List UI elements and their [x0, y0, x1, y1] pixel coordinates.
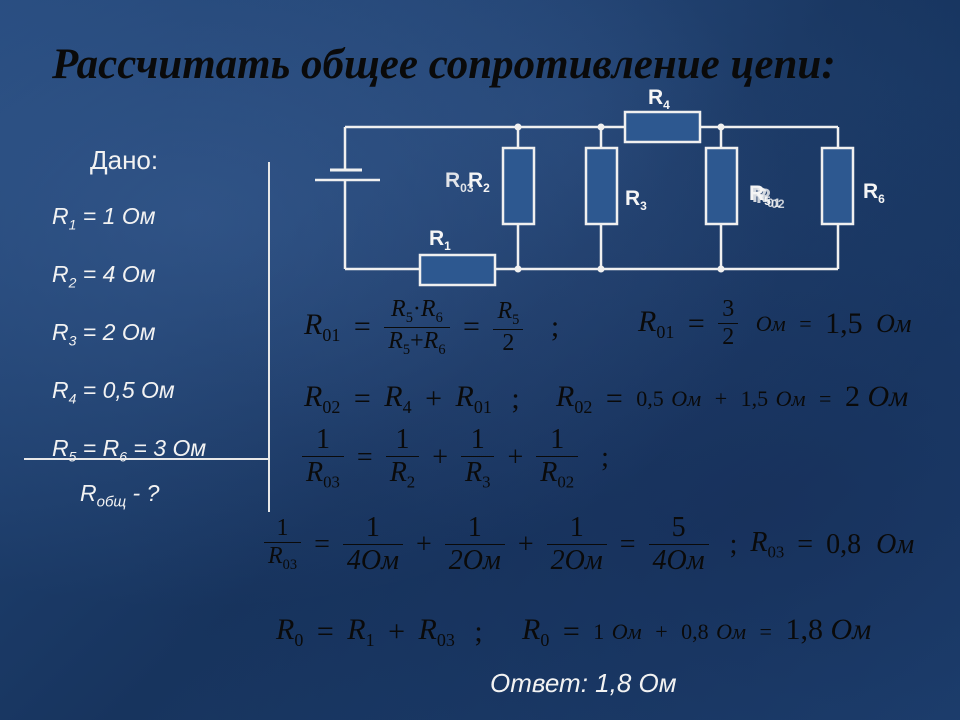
- given-r5-r6: R5 = R6 = 3 Ом: [52, 435, 207, 465]
- resistor-r5: [704, 146, 739, 226]
- find-item: Rобщ - ?: [80, 480, 160, 511]
- circuit-diagram: R4 R1 R03 R2 R3 R5 R01 R02 R6: [315, 86, 885, 287]
- formula-r02-general: R02 = R4 + R01 ;: [304, 380, 520, 417]
- junction-dots: [514, 123, 725, 273]
- given-divider-horizontal: [24, 458, 270, 460]
- label-r03: R03: [445, 169, 474, 195]
- resistor-r3: [584, 146, 619, 226]
- formula-r02-value: R02 = 0,5 Ом + 1,5 Ом = 2 Ом: [556, 380, 909, 417]
- resistor-r1: [418, 253, 497, 287]
- formula-r01-value: R01 = 3 2 Ом = 1,5 Ом: [638, 296, 912, 350]
- given-r4: R4 = 0,5 Ом: [52, 377, 175, 407]
- label-r01: R01: [752, 184, 781, 210]
- resistor-r2: [501, 146, 536, 226]
- label-r5: R5: [749, 182, 771, 208]
- slide-title: Рассчитать общее сопротивление цепи:: [52, 41, 836, 88]
- formula-r03-general: 1 R03 = 1 R2 + 1 R3 + 1 R02 ;: [302, 424, 615, 493]
- resistor-r6: [820, 146, 855, 226]
- label-r4: R4: [648, 86, 670, 112]
- label-r3: R3: [625, 187, 647, 213]
- given-r1: R1 = 1 Ом: [52, 203, 156, 233]
- label-r2: R2: [468, 169, 490, 195]
- given-r3: R3 = 2 Ом: [52, 319, 156, 349]
- given-r2: R2 = 4 Ом: [52, 261, 156, 291]
- label-r6: R6: [863, 180, 885, 206]
- label-r02: R02: [756, 185, 785, 211]
- answer-text: Ответ: 1,8 Ом: [490, 668, 677, 698]
- given-heading: Дано:: [90, 145, 159, 175]
- formula-r03-value: 1 R03 = 1 4Ом + 1 2Ом + 1 2Ом = 5 4Ом ; …: [264, 512, 914, 577]
- given-divider-vertical: [268, 162, 270, 512]
- formula-r01-general: R01 = R5·R6 R5+R6 = R5 2 ;: [304, 296, 560, 358]
- resistor-r4: [623, 110, 702, 144]
- formula-r0-value: R0 = 1 Ом + 0,8 Ом = 1,8 Ом: [522, 613, 872, 650]
- formula-r0-general: R0 = R1 + R03 ;: [276, 613, 483, 650]
- label-r1: R1: [429, 227, 451, 253]
